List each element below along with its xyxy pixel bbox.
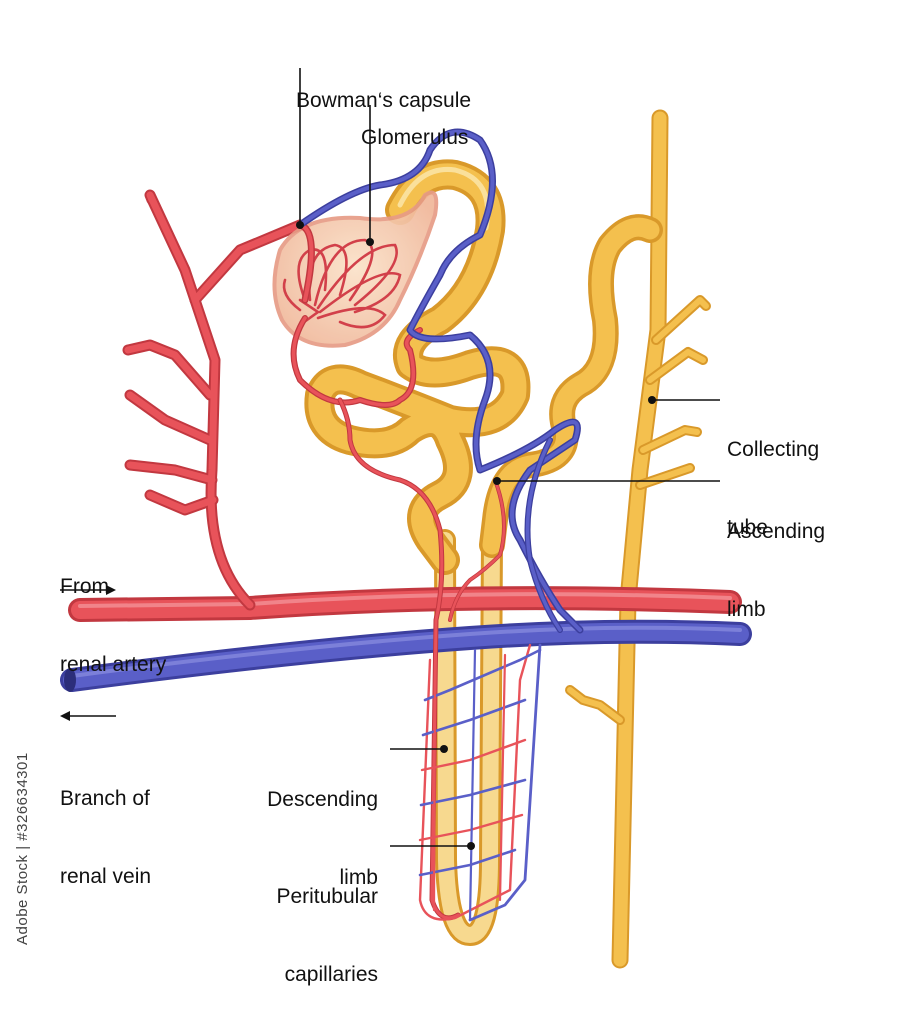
renal-artery (68, 189, 742, 622)
stock-credit: Adobe Stock | #326634301 (14, 752, 31, 945)
loop-of-henle (434, 529, 503, 946)
arterial-capillary (337, 397, 506, 921)
convoluted-tubule (304, 159, 663, 575)
dot-peritubular (467, 842, 475, 850)
venous-capillary (296, 128, 584, 634)
flow-arrow-out (60, 711, 116, 721)
dot-bowman (296, 221, 304, 229)
label-bowmans-capsule: Bowman‘s capsule (296, 89, 472, 112)
dot-glomerulus (366, 238, 374, 246)
label-branch-of-renal-vein: Branch of renal vein (60, 787, 152, 888)
dot-ascending (493, 477, 501, 485)
glomerulus (282, 238, 402, 329)
label-from-renal-artery: From renal artery (60, 575, 167, 676)
label-ascending-limb: Ascending limb (727, 520, 826, 621)
bowmans-capsule (272, 190, 439, 348)
flow-arrow-in (60, 585, 116, 595)
collecting-tube (565, 109, 711, 969)
label-descending-limb: Descending limb (267, 788, 378, 889)
leader-dots (296, 221, 656, 850)
renal-vein (60, 619, 752, 692)
peritubular-network (418, 643, 542, 922)
leader-lines (299, 68, 720, 847)
label-collecting-tube: Collecting tube (727, 438, 820, 539)
label-peritubular-capillaries: Peritubular capillaries (276, 885, 378, 986)
label-glomerulus: Glomerulus (361, 126, 469, 149)
dot-collecting (648, 396, 656, 404)
dot-descending (440, 745, 448, 753)
